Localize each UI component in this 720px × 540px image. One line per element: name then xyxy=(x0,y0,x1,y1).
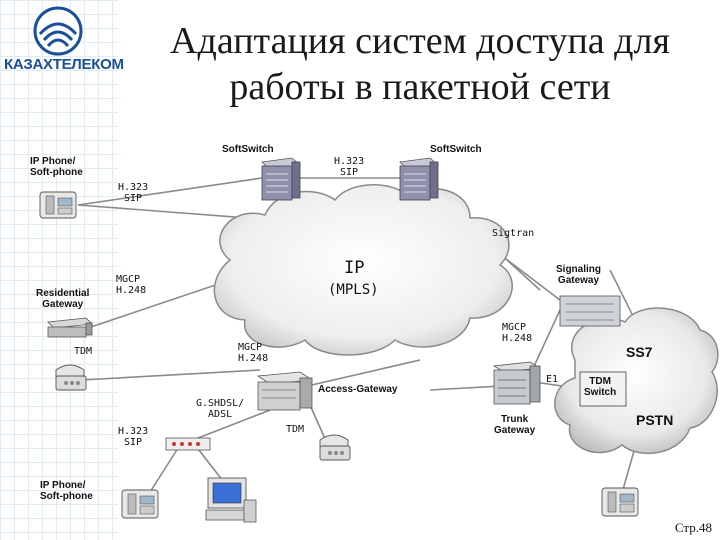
label-softswitch-right: SoftSwitch xyxy=(430,144,482,155)
label-ip: IP xyxy=(344,258,365,278)
label-h323-sip-left: H.323 SIP xyxy=(118,182,149,204)
label-access-gateway: Access-Gateway xyxy=(318,384,398,395)
title-line-1: Адаптация систем доступа для xyxy=(170,20,670,62)
label-pstn: PSTN xyxy=(636,412,674,428)
ip-phone-top-icon xyxy=(39,191,77,219)
tdm-phone-center-icon xyxy=(319,434,351,461)
page-number: Стр.48 xyxy=(674,520,712,535)
label-tdm-left: TDM xyxy=(74,346,93,357)
tdm-switch-icon xyxy=(579,371,627,407)
label-mgcp-h248-right: MGCP H.248 xyxy=(502,322,533,344)
trunk-gateway-icon xyxy=(492,361,542,405)
background-grid xyxy=(0,0,118,540)
label-tdm-center: TDM xyxy=(286,424,305,435)
kazakhtelecom-logo-icon xyxy=(33,6,83,56)
label-ip-phone-top: IP Phone/ Soft-phone xyxy=(30,156,83,178)
page-title: Адаптация систем доступа для работы в па… xyxy=(120,18,720,110)
softswitch-left-icon xyxy=(261,157,301,201)
dsl-modem-icon xyxy=(165,437,211,451)
ip-mpls-cloud xyxy=(213,184,513,356)
signaling-gateway-icon xyxy=(559,295,621,327)
label-gshdsl-adsl: G.SHDSL/ ADSL xyxy=(196,398,245,420)
label-signaling-gateway: Signaling Gateway xyxy=(556,264,601,286)
label-h323-sip-bottom: H.323 SIP xyxy=(118,426,149,448)
softswitch-right-icon xyxy=(399,157,439,201)
label-residential-gateway: Residential Gateway xyxy=(36,288,90,310)
computer-icon xyxy=(205,477,257,523)
tdm-phone-left-icon xyxy=(55,364,87,391)
logo-text: КАЗАХТЕЛЕКОМ xyxy=(4,56,124,73)
label-tdm-switch: TDM Switch xyxy=(584,376,617,398)
ip-phone-bottom-icon xyxy=(121,489,159,519)
label-mgcp-h248-center: MGCP H.248 xyxy=(238,342,269,364)
pstn-cloud xyxy=(554,307,719,455)
label-ss7: SS7 xyxy=(626,344,653,360)
label-h323-sip-top: H.323 SIP xyxy=(334,156,365,178)
title-line-2: работы в пакетной сети xyxy=(229,66,611,108)
label-mgcp-h248-left: MGCP H.248 xyxy=(116,274,147,296)
label-softswitch-left: SoftSwitch xyxy=(222,144,274,155)
access-gateway-icon xyxy=(256,371,314,411)
label-ip-phone-bottom: IP Phone/ Soft-phone xyxy=(40,480,93,502)
label-e1: E1 xyxy=(546,374,559,385)
label-trunk-gateway: Trunk Gateway xyxy=(494,414,536,436)
label-mpls: (MPLS) xyxy=(328,282,379,298)
residential-gateway-icon xyxy=(47,317,93,338)
ip-phone-right-icon xyxy=(601,487,639,517)
label-sigtran: Sigtran xyxy=(492,228,535,239)
